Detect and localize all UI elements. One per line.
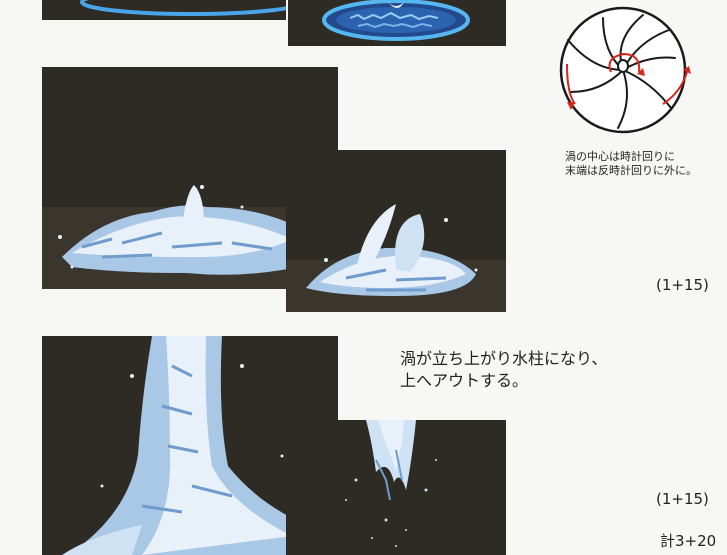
splash-swirl-image: [286, 204, 506, 312]
glow-ring-partial: [80, 0, 286, 16]
vortex-ring-image: [322, 0, 470, 41]
frames-note-line2: 上へアウトする。: [400, 371, 529, 390]
frames-note-line1: 渦が立ち上がり水柱になり、: [400, 349, 608, 368]
count-second: (1+15): [656, 490, 709, 508]
diagram-note-line2: 末端は反時計回りに外に。: [565, 164, 697, 177]
top-right-frame-partial: [288, 0, 506, 46]
diagram-note-line1: 渦の中心は時計回りに: [565, 150, 675, 163]
water-column-image: [62, 336, 338, 555]
count-total: 計3+20: [660, 532, 717, 550]
frame-splash-swirl: [286, 150, 506, 312]
count-first: (1+15): [656, 276, 709, 294]
water-out-image: [345, 420, 437, 547]
vortex-rotation-diagram: [559, 6, 691, 134]
frames-note: 渦が立ち上がり水柱になり、 上へアウトする。: [400, 348, 607, 392]
top-left-frame-partial: [42, 0, 286, 20]
diagram-note: 渦の中心は時計回りに 末端は反時計回りに外に。: [565, 150, 697, 178]
vortex-center-mark: [617, 59, 629, 73]
frame-splash-spread: [42, 67, 338, 289]
frame-water-out: [286, 420, 506, 555]
